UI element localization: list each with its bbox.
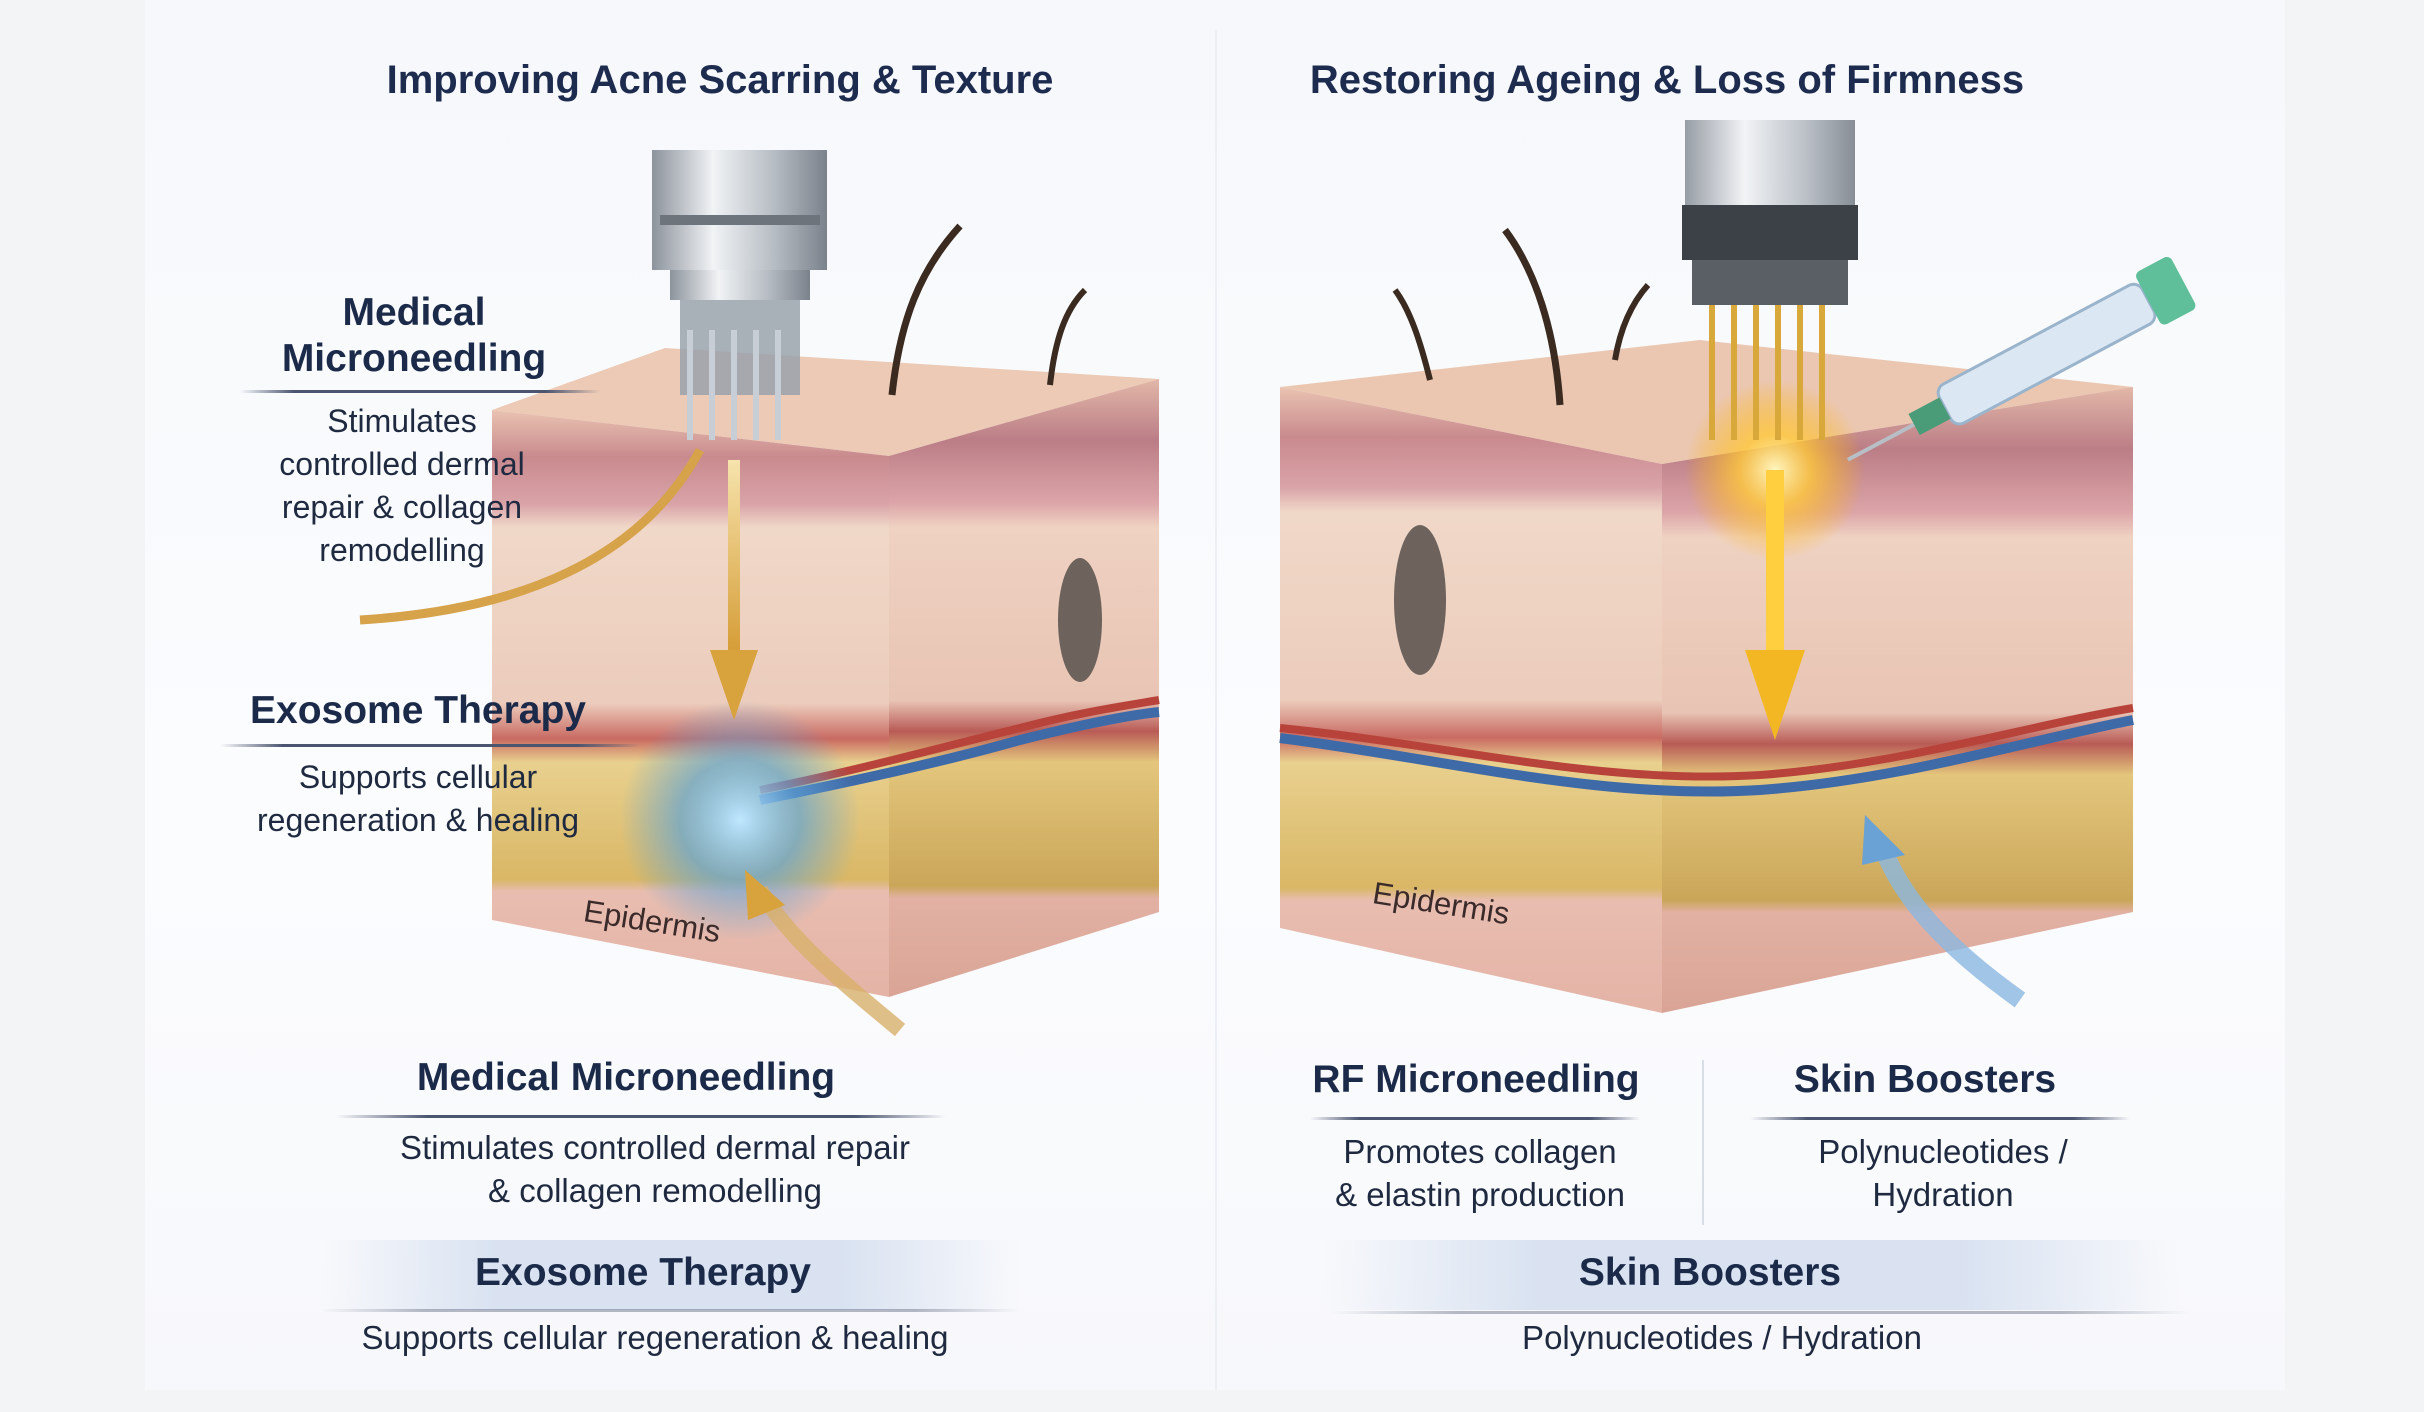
left-column-title: Improving Acne Scarring & Texture bbox=[386, 58, 1054, 102]
hair-strand-icon bbox=[888, 223, 963, 396]
summary-rule bbox=[336, 1115, 946, 1118]
desc-line: controlled dermal bbox=[279, 446, 525, 482]
rf-energy-arrow-head bbox=[1745, 650, 1805, 740]
summary-band bbox=[320, 1240, 1020, 1310]
desc-line: regeneration & healing bbox=[256, 802, 580, 838]
right-column-title: Restoring Ageing & Loss of Firmness bbox=[1309, 58, 2025, 102]
callout-heading-medical-microneedling: Medical Microneedling bbox=[282, 290, 546, 382]
summary-rule bbox=[1330, 1311, 2190, 1314]
callout-heading-exosome-therapy: Exosome Therapy bbox=[250, 689, 586, 732]
right-cube-top bbox=[1280, 340, 2133, 464]
column-divider bbox=[1215, 30, 1217, 1390]
left-cube-top bbox=[492, 348, 1159, 456]
callout-rule bbox=[240, 390, 600, 393]
desc-line: repair & collagen bbox=[281, 489, 523, 525]
gold-curve-arrow bbox=[359, 447, 704, 625]
summary-desc-exosome-therapy: Supports cellular regeneration & healing bbox=[361, 1319, 949, 1356]
hair-strand-icon bbox=[1392, 288, 1433, 381]
summary-heading-skin-boosters-2: Skin Boosters bbox=[1578, 1251, 1842, 1294]
summary-rule bbox=[320, 1309, 1020, 1312]
right-cube-front bbox=[1280, 387, 1662, 1013]
gold-up-arrow-head bbox=[745, 870, 785, 920]
rf-energy-arrow-shaft bbox=[1766, 470, 1784, 670]
left-hair-follicle bbox=[1058, 558, 1102, 682]
right-artery bbox=[1279, 704, 2134, 781]
blue-up-arrow-head bbox=[1862, 815, 1905, 865]
blue-up-arrow bbox=[1871, 837, 2026, 1008]
summary-heading-exosome-therapy: Exosome Therapy bbox=[475, 1251, 811, 1294]
desc-line: Supports cellular bbox=[298, 759, 538, 795]
desc-line: Hydration bbox=[1872, 1176, 2014, 1213]
left-cube-side bbox=[889, 379, 1159, 997]
desc-line: remodelling bbox=[319, 532, 485, 568]
summary-desc-skin-boosters: Polynucleotides / Hydration bbox=[1818, 1130, 2067, 1216]
gold-down-arrow-head bbox=[710, 650, 758, 720]
hair-strand-icon bbox=[1502, 227, 1564, 406]
summary-desc-rf-microneedling: Promotes collagen & elastin production bbox=[1335, 1130, 1625, 1216]
hair-strand-icon bbox=[1612, 282, 1651, 361]
summary-divider bbox=[1702, 1060, 1704, 1225]
summary-heading-rf-microneedling: RF Microneedling bbox=[1312, 1058, 1640, 1101]
desc-line: Polynucleotides / bbox=[1818, 1133, 2068, 1170]
desc-line: Stimulates bbox=[327, 403, 477, 439]
desc-line: Promotes collagen bbox=[1343, 1133, 1617, 1170]
summary-heading-skin-boosters: Skin Boosters bbox=[1793, 1058, 2057, 1101]
desc-line: & collagen remodelling bbox=[488, 1172, 822, 1209]
heading-line: Microneedling bbox=[281, 337, 547, 380]
summary-rule bbox=[1310, 1117, 1640, 1120]
exosome-glow bbox=[620, 700, 860, 940]
left-skin-cube bbox=[359, 223, 1160, 1037]
summary-desc-medical-microneedling: Stimulates controlled dermal repair & co… bbox=[400, 1126, 910, 1212]
heading-line: Medical bbox=[342, 291, 486, 334]
summary-band bbox=[1320, 1240, 2180, 1310]
callout-rule bbox=[220, 744, 640, 747]
summary-heading-medical-microneedling: Medical Microneedling bbox=[416, 1056, 836, 1099]
microneedling-device bbox=[652, 150, 827, 440]
right-skin-cube bbox=[1279, 227, 2134, 1013]
rf-microneedling-device bbox=[1682, 120, 1858, 440]
skin-booster-syringe bbox=[1846, 256, 2196, 462]
gold-down-arrow-shaft bbox=[728, 460, 740, 660]
desc-line: & elastin production bbox=[1335, 1176, 1625, 1213]
right-hair-follicle bbox=[1394, 525, 1446, 675]
callout-desc-medical-microneedling: Stimulates controlled dermal repair & co… bbox=[279, 400, 524, 572]
summary-desc-skin-boosters-2: Polynucleotides / Hydration bbox=[1522, 1319, 1922, 1356]
desc-line: Stimulates controlled dermal repair bbox=[400, 1129, 910, 1166]
hair-strand-icon bbox=[1047, 287, 1088, 386]
summary-rule bbox=[1750, 1117, 2130, 1120]
right-blood-vessel bbox=[1279, 715, 2134, 797]
callout-desc-exosome-therapy: Supports cellular regeneration & healing bbox=[257, 756, 579, 842]
